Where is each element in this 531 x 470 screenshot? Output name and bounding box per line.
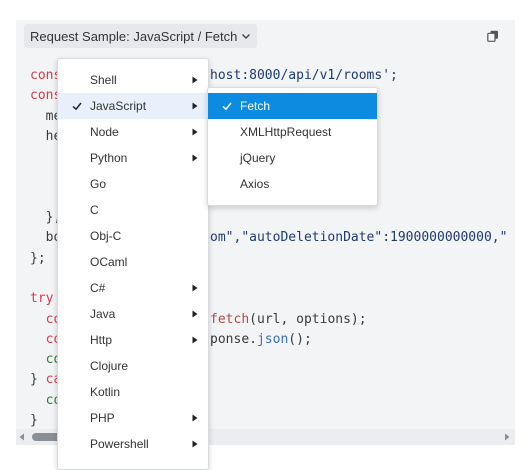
code-token: }; (30, 250, 46, 266)
code-line: } (30, 411, 515, 431)
code-token: json (256, 331, 289, 347)
code-line: co t fetch(url, options); (30, 310, 515, 330)
code-token: cons (30, 88, 62, 104)
submenu-arrow-icon (192, 440, 198, 448)
menu-item-label: PHP (90, 411, 115, 425)
code-line: cons alhost:8000/api/v1/rooms'; (30, 66, 515, 86)
code-token: room","autoDeletionDate":1900000000000," (61, 230, 508, 246)
language-menu-item-node[interactable]: Node (58, 119, 208, 145)
menu-item-label: Kotlin (90, 385, 121, 399)
code-token: fetch (210, 311, 250, 327)
language-menu-item-javascript[interactable]: JavaScript (58, 93, 208, 119)
copy-icon (487, 30, 498, 42)
client-menu-item-axios[interactable]: Axios (208, 171, 377, 197)
code-line: }; (30, 249, 515, 269)
language-menu-item-java[interactable]: Java (58, 301, 208, 327)
menu-item-label: Shell (90, 73, 117, 87)
menu-item-label: Obj-C (90, 229, 122, 243)
submenu-arrow-icon (192, 102, 198, 110)
submenu-arrow-icon (192, 336, 198, 344)
language-menu-item-c[interactable]: C (58, 197, 208, 223)
menu-item-label: Go (90, 177, 107, 191)
client-menu-item-fetch[interactable]: Fetch (208, 93, 377, 119)
menu-item-label: Python (90, 151, 128, 165)
menu-item-label: XMLHttpRequest (240, 125, 332, 139)
sample-toolbar: Request Sample: JavaScript / Fetch (16, 20, 515, 52)
menu-item-label: Fetch (240, 99, 271, 113)
submenu-arrow-icon (192, 284, 198, 292)
language-menu-item-go[interactable]: Go (58, 171, 208, 197)
language-menu-item-http[interactable]: Http (58, 327, 208, 353)
menu-item-label: C# (90, 281, 106, 295)
language-menu-item-kotlin[interactable]: Kotlin (58, 379, 208, 405)
menu-item-label: JavaScript (90, 99, 147, 113)
menu-item-label: Clojure (90, 359, 129, 373)
language-menu-item-python[interactable]: Python (58, 145, 208, 171)
menu-item-label: Node (90, 125, 119, 139)
submenu-arrow-icon (192, 128, 198, 136)
check-icon (72, 102, 82, 111)
code-token: (url, options); (249, 311, 367, 327)
language-menu-item-obj-c[interactable]: Obj-C (58, 223, 208, 249)
client-menu-item-xmlhttprequest[interactable]: XMLHttpRequest (208, 119, 377, 145)
menu-item-label: C (90, 203, 99, 217)
code-token: } (30, 413, 38, 429)
code-token: alhost:8000/api/v1/rooms'; (61, 68, 398, 83)
code-token: cons (30, 68, 62, 83)
code-line: cons (30, 86, 515, 106)
chevron-down-icon (242, 34, 251, 39)
submenu-arrow-icon (192, 154, 198, 162)
language-menu-item-clojure[interactable]: Clojure (58, 353, 208, 379)
submenu-arrow-icon (192, 414, 198, 422)
code-token: try (30, 291, 54, 307)
scroll-right-icon[interactable] (503, 433, 511, 441)
code-token: } (30, 372, 46, 388)
menu-item-label: OCaml (90, 255, 128, 269)
submenu-arrow-icon (192, 76, 198, 84)
menu-item-label: Java (90, 307, 116, 321)
submenu-arrow-icon (192, 310, 198, 318)
menu-item-label: Axios (240, 177, 270, 191)
check-icon (222, 102, 232, 111)
language-dropdown-button[interactable]: Request Sample: JavaScript / Fetch (24, 24, 258, 48)
scroll-left-icon[interactable] (18, 433, 26, 441)
language-dropdown-label: Request Sample: JavaScript / Fetch (30, 28, 238, 44)
language-menu-item-powershell[interactable]: Powershell (58, 431, 208, 457)
client-menu-item-jquery[interactable]: jQuery (208, 145, 377, 171)
language-menu-item-php[interactable]: PHP (58, 405, 208, 431)
code-token: (); (288, 331, 312, 347)
language-menu-item-ocaml[interactable]: OCaml (58, 249, 208, 275)
copy-button[interactable] (485, 28, 501, 44)
menu-item-label: Http (90, 333, 113, 347)
menu-item-label: jQuery (240, 151, 276, 165)
code-line: try (30, 289, 515, 309)
code-token: esponse. (194, 331, 257, 347)
menu-item-label: Powershell (90, 437, 149, 451)
language-menu-item-shell[interactable]: Shell (58, 67, 208, 93)
language-menu-item-c-[interactable]: C# (58, 275, 208, 301)
